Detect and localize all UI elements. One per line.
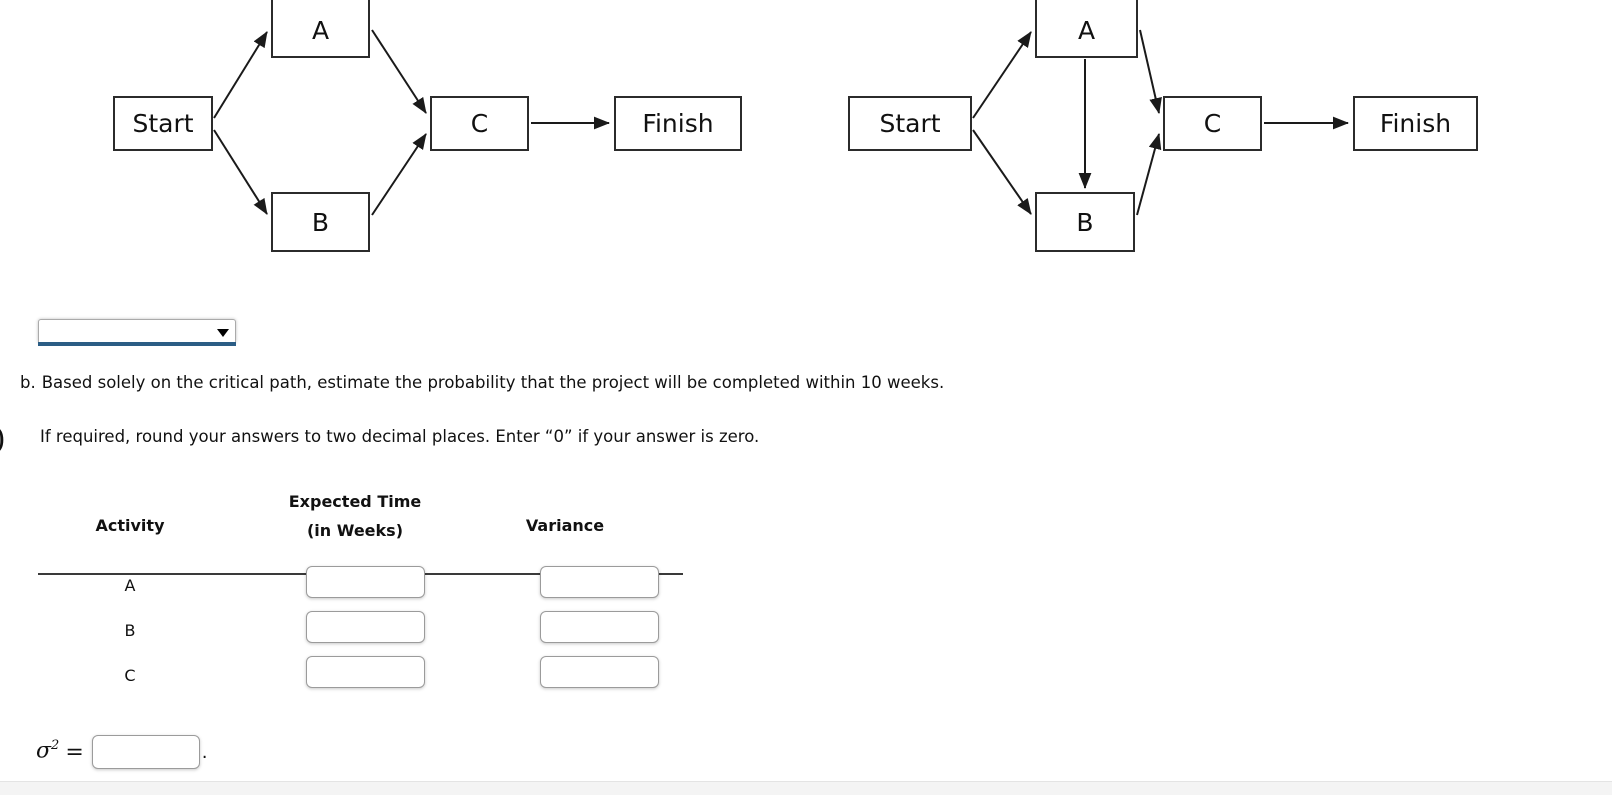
- table-header-row: Activity Expected Time (in Weeks) Varian…: [38, 492, 683, 575]
- input-expected-time-a[interactable]: [306, 566, 425, 598]
- column-header-expected-time-line2: (in Weeks): [306, 521, 403, 540]
- table-row: B: [38, 609, 683, 654]
- input-expected-time-c[interactable]: [306, 656, 425, 688]
- node-label: C: [470, 109, 489, 138]
- activity-answer-table: Activity Expected Time (in Weeks) Varian…: [38, 492, 683, 699]
- critical-path-select-wrapper: [38, 319, 236, 346]
- column-header-variance: Variance: [525, 516, 605, 535]
- sigma-exponent: 2: [51, 738, 60, 754]
- diagram-left-node-finish: Finish: [614, 96, 742, 151]
- sigma-glyph: σ: [36, 738, 52, 764]
- node-label: Start: [879, 109, 941, 138]
- diagram-right-node-finish: Finish: [1353, 96, 1478, 151]
- trailing-period: .: [201, 741, 208, 763]
- network-diagram-option-1: Start A B C Finish: [0, 0, 800, 270]
- node-label: A: [1077, 15, 1096, 45]
- diagram-right-edges: [972, 29, 1349, 216]
- diagram-left-node-start: Start: [113, 96, 213, 151]
- input-expected-time-b[interactable]: [306, 611, 425, 643]
- node-label: B: [311, 207, 330, 237]
- question-b-letter: b.: [20, 373, 36, 392]
- row-label-activity-b: B: [124, 621, 136, 640]
- node-label: Finish: [1379, 109, 1452, 138]
- diagram-right-node-b: B: [1035, 192, 1135, 252]
- critical-path-select[interactable]: [38, 319, 236, 342]
- column-header-expected-time: Expected Time (in Weeks): [260, 492, 450, 540]
- node-label: Finish: [642, 109, 714, 138]
- equals-sign: =: [65, 739, 84, 765]
- input-variance-c[interactable]: [540, 656, 659, 688]
- diagram-right-node-c: C: [1163, 96, 1262, 151]
- paren-fragment: ): [0, 422, 6, 457]
- network-diagram-option-2: Start A B C Finish: [830, 0, 1530, 270]
- question-b-text: Based solely on the critical path, estim…: [41, 373, 945, 392]
- variance-total-row: σ2 = .: [36, 730, 207, 774]
- diagram-left-node-a: A: [271, 0, 370, 58]
- sigma-squared-symbol: σ2: [36, 738, 59, 763]
- rounding-instructions: If required, round your answers to two d…: [40, 427, 760, 446]
- input-variance-a[interactable]: [540, 566, 659, 598]
- table-row: A: [38, 564, 683, 609]
- chevron-down-icon: [217, 329, 229, 337]
- node-label: A: [311, 15, 330, 45]
- column-header-activity: Activity: [95, 516, 165, 535]
- critical-path-select-underline: [38, 342, 236, 346]
- diagram-left-node-b: B: [271, 192, 370, 252]
- input-sigma-squared[interactable]: [91, 735, 200, 769]
- question-b: b. Based solely on the critical path, est…: [20, 373, 944, 392]
- table-row: C: [38, 654, 683, 699]
- page-bottom-edge: [0, 781, 1612, 795]
- diagram-right-node-a: A: [1035, 0, 1138, 58]
- row-label-activity-a: A: [124, 576, 136, 595]
- diagram-right-node-start: Start: [848, 96, 972, 151]
- diagram-left-node-c: C: [430, 96, 529, 151]
- node-label: C: [1203, 109, 1222, 138]
- input-variance-b[interactable]: [540, 611, 659, 643]
- column-header-expected-time-line1: Expected Time: [288, 492, 422, 511]
- diagram-left-edges: [213, 29, 610, 216]
- node-label: Start: [132, 109, 194, 138]
- node-label: B: [1076, 207, 1094, 237]
- row-label-activity-c: C: [124, 666, 136, 685]
